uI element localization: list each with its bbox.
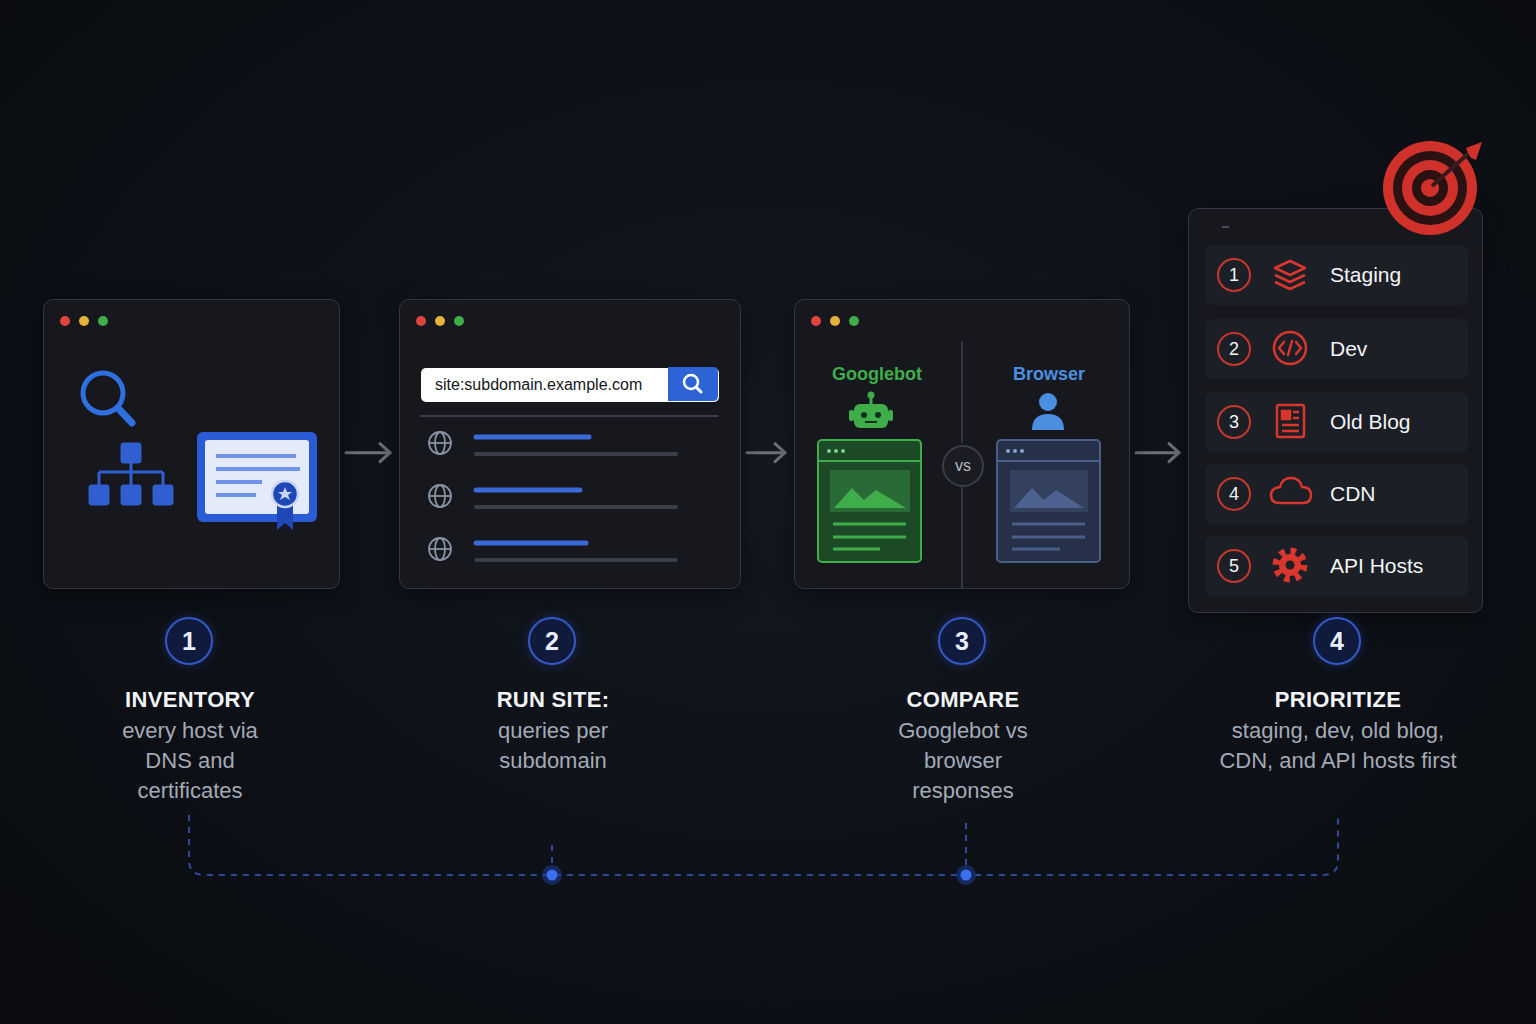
step-description: every host via DNS and certificates: [105, 716, 275, 806]
step-panel: GooglebotBrowserCOMPAREGooglebot vs brow…: [794, 299, 1130, 589]
priority-panel: PRIORITIZEstaging, dev, old blog, CDN, a…: [1188, 208, 1483, 613]
priority-number: 3: [1217, 405, 1251, 439]
step-number: 1: [165, 617, 213, 665]
divider: [961, 341, 963, 443]
timeline-bracket: [189, 815, 1338, 875]
flow-arrow: [747, 444, 785, 462]
browser-page-mock: [997, 440, 1100, 562]
target-icon: [1383, 141, 1482, 235]
divider: [420, 415, 718, 417]
priority-row: 2 Dev: [1205, 319, 1468, 379]
search-query: site:subdomain.example.com: [435, 375, 642, 395]
priority-label: Dev: [1330, 336, 1367, 362]
flow-arrow: [1136, 444, 1179, 462]
priority-label: Old Blog: [1330, 409, 1411, 435]
priority-label: CDN: [1330, 481, 1376, 507]
step-description: staging, dev, old blog, CDN, and API hos…: [1216, 716, 1461, 776]
person-icon: [1032, 393, 1064, 430]
step-number: 2: [528, 617, 576, 665]
priority-row: 1 Staging: [1205, 245, 1468, 305]
org-chart-icon: [90, 444, 172, 504]
step-number-text: 3: [940, 619, 984, 663]
magnifier-icon: [83, 373, 132, 423]
bot-page-mock: [818, 440, 921, 562]
step-heading: INVENTORY: [40, 686, 340, 714]
priority-row: 4 CDN: [1205, 464, 1468, 524]
priority-label: Staging: [1330, 262, 1401, 288]
divider: [961, 487, 963, 589]
priority-number: 4: [1217, 477, 1251, 511]
window-dots: [60, 227, 1229, 326]
document-icon: [1277, 405, 1304, 437]
priority-number: 1: [1217, 258, 1251, 292]
step-heading: PRIORITIZE: [1188, 686, 1488, 714]
step-description: queries per subdomain: [478, 716, 628, 776]
result-rows: [429, 432, 676, 560]
search-bar: site:subdomain.example.com: [421, 368, 719, 402]
priority-row: 5 API Hosts: [1205, 536, 1468, 596]
layers-icon: [1275, 261, 1305, 289]
search-button: [668, 367, 718, 401]
step-number-text: 1: [167, 619, 211, 663]
robot-icon: [849, 392, 893, 429]
priority-number: 2: [1217, 332, 1251, 366]
versus-text: vs: [944, 447, 982, 485]
step-panel: RUN SITE:queries per subdomainsite:subdo…: [399, 299, 741, 589]
priority-row: 3 Old Blog: [1205, 392, 1468, 452]
step-description: Googlebot vs browser responses: [878, 716, 1048, 806]
step-number-text: 2: [530, 619, 574, 663]
step-heading: COMPARE: [813, 686, 1113, 714]
step-heading: RUN SITE:: [403, 686, 703, 714]
code-icon: [1274, 332, 1306, 364]
cloud-icon: [1271, 478, 1311, 503]
step-number: 4: [1313, 617, 1361, 665]
gear-icon: [1276, 551, 1304, 579]
priority-label: API Hosts: [1330, 553, 1423, 579]
certificate-icon: [197, 432, 317, 530]
flow-arrow: [346, 444, 390, 462]
timeline-dot: [542, 865, 976, 885]
versus-badge: vs: [942, 445, 984, 487]
priority-number: 5: [1217, 549, 1251, 583]
step-panel: INVENTORYevery host via DNS and certific…: [43, 299, 340, 589]
step-number: 3: [938, 617, 986, 665]
agent-label: Browser: [969, 363, 1129, 385]
agent-label: Googlebot: [797, 363, 957, 385]
step-number-text: 4: [1315, 619, 1359, 663]
